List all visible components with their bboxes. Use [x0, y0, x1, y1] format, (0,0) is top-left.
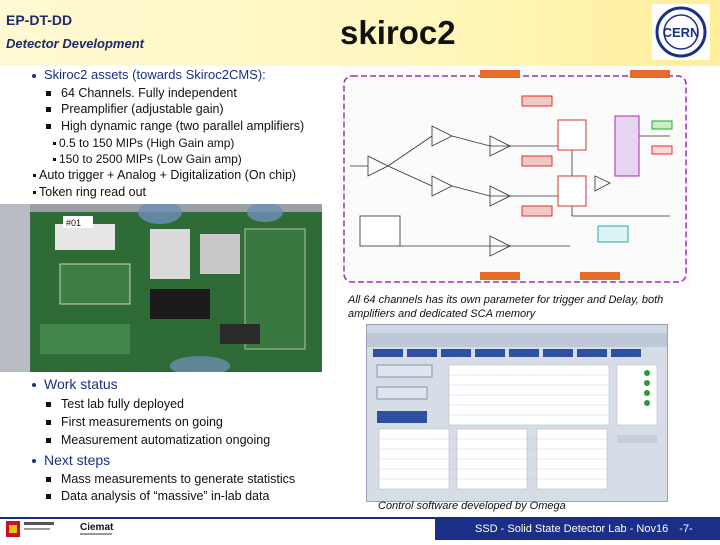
next-steps-heading-text: Next steps	[44, 452, 111, 468]
footer-lab-text: SSD - Solid State Detector Lab - Nov16	[475, 523, 669, 535]
schematic-caption: All 64 channels has its own parameter fo…	[348, 294, 664, 320]
next-steps-item-text: Data analysis of “massive” in-lab data	[61, 489, 270, 503]
bullet-icon	[46, 477, 51, 483]
bullet-icon	[32, 383, 36, 388]
bullet-icon	[46, 494, 51, 500]
work-status-item: Measurement automatization ongoing	[46, 433, 270, 447]
assets-heading-text: Skiroc2 assets (towards Skiroc2CMS):	[44, 67, 266, 82]
work-status-item-text: Test lab fully deployed	[61, 397, 184, 411]
asset-subitem: 150 to 2500 MIPs (Low Gain amp)	[53, 152, 242, 166]
board-label: #01	[66, 218, 81, 228]
slide-header	[0, 0, 720, 66]
next-steps-item: Mass measurements to generate statistics	[46, 472, 295, 486]
footer-logos: Ciemat	[0, 518, 150, 540]
control-software-screenshot	[366, 324, 668, 502]
asset-subitem-text: 150 to 2500 MIPs (Low Gain amp)	[59, 152, 242, 166]
asset-extra-item: Auto trigger + Analog + Digitalization (…	[33, 168, 296, 182]
footer-text: SSD - Solid State Detector Lab - Nov16 -…	[475, 523, 693, 535]
department-subtitle: Detector Development	[6, 36, 144, 51]
bullet-icon	[46, 438, 51, 444]
asset-extra-text: Auto trigger + Analog + Digitalization (…	[39, 168, 297, 182]
next-steps-heading: Next steps	[32, 452, 110, 468]
bullet-icon	[53, 158, 56, 162]
asset-item-text: 64 Channels. Fully independent	[61, 86, 237, 100]
software-caption: Control software developed by Omega	[378, 500, 566, 512]
work-status-item-text: First measurements on going	[61, 415, 223, 429]
footer-bar	[435, 519, 720, 540]
footer-rule	[0, 517, 720, 519]
asset-extra-text: Token ring read out	[39, 185, 147, 199]
bullet-icon	[33, 174, 36, 178]
asset-subitem: 0.5 to 150 MIPs (High Gain amp)	[53, 136, 234, 150]
bullet-icon	[53, 142, 56, 146]
ciemat-logo-text: Ciemat	[80, 522, 114, 533]
bullet-icon	[46, 91, 51, 97]
asset-item: Preamplifier (adjustable gain)	[46, 102, 224, 116]
asset-extra-item: Token ring read out	[33, 185, 146, 199]
bullet-icon	[32, 459, 36, 464]
page-number: -7-	[679, 523, 693, 535]
department-label: EP-DT-DD	[6, 12, 73, 28]
bullet-icon	[46, 402, 51, 408]
bullet-icon	[46, 107, 51, 113]
skiroc2-schematic	[340, 66, 690, 288]
work-status-heading-text: Work status	[44, 376, 118, 392]
cern-logo-icon: CERN	[652, 4, 710, 60]
asset-item: 64 Channels. Fully independent	[46, 86, 237, 100]
schematic-drawing	[343, 70, 687, 283]
asset-item-text: High dynamic range (two parallel amplifi…	[61, 119, 305, 133]
cern-logo-text: CERN	[663, 25, 700, 40]
work-status-item-text: Measurement automatization ongoing	[61, 433, 271, 447]
bullet-icon	[33, 191, 36, 195]
board-photo: #01	[0, 204, 322, 372]
slide-title: skiroc2	[340, 14, 456, 51]
asset-item-text: Preamplifier (adjustable gain)	[61, 102, 224, 116]
assets-heading: Skiroc2 assets (towards Skiroc2CMS):	[32, 67, 266, 82]
next-steps-item: Data analysis of “massive” in-lab data	[46, 489, 269, 503]
bullet-icon	[46, 420, 51, 426]
asset-subitem-text: 0.5 to 150 MIPs (High Gain amp)	[59, 136, 235, 150]
work-status-item: First measurements on going	[46, 415, 223, 429]
asset-item: High dynamic range (two parallel amplifi…	[46, 119, 304, 133]
bullet-icon	[46, 124, 51, 130]
next-steps-item-text: Mass measurements to generate statistics	[61, 472, 296, 486]
board-photo-drawing: #01	[0, 204, 322, 372]
software-drawing	[367, 325, 667, 490]
bullet-icon	[32, 73, 36, 78]
work-status-item: Test lab fully deployed	[46, 397, 184, 411]
work-status-heading: Work status	[32, 376, 118, 392]
footer-logo-drawing: Ciemat	[6, 521, 114, 537]
